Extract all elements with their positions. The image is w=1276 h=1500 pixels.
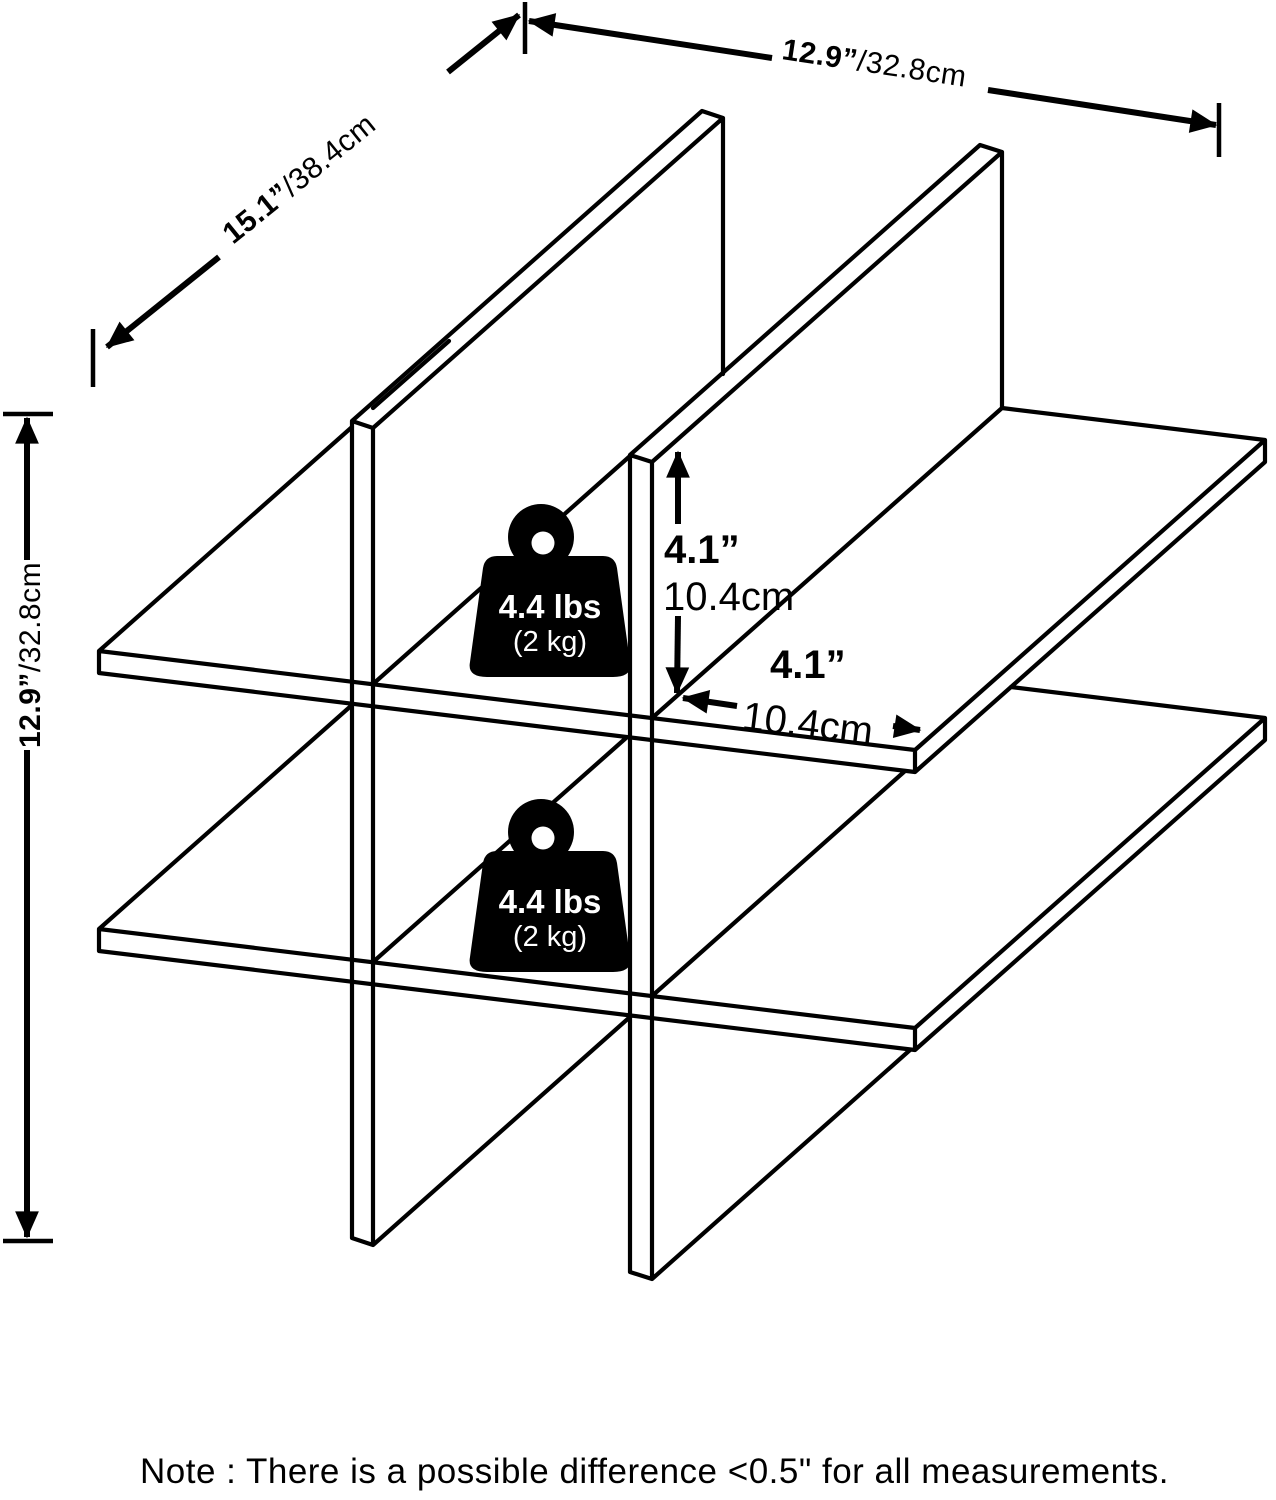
weight-kg-label: (2 kg)	[513, 921, 587, 953]
shelf-unit-drawing	[96, 108, 1268, 1282]
dimension-width: 12.9”/32.8cm	[522, 2, 1222, 157]
measurement-note: Note : There is a possible difference <0…	[140, 1452, 1169, 1491]
dimension-height: 12.9”/32.8cm	[3, 411, 53, 1244]
weight-body-icon	[469, 851, 631, 972]
weight-kg-label: (2 kg)	[513, 626, 587, 658]
cubby-height-label-cm: 10.4cm	[663, 575, 794, 619]
weight-ring-hole	[531, 826, 555, 850]
weight-badge-top: 4.4 lbs (2 kg)	[469, 504, 631, 677]
cubby-width-label-cm: 10.4cm	[740, 694, 876, 754]
depth-arrow-top	[446, 12, 521, 75]
height-label: 12.9”/32.8cm	[14, 562, 47, 748]
depth-arrow-bottom	[105, 254, 221, 350]
dimension-cubby-height: 4.1” 10.4cm	[663, 450, 794, 695]
width-arrow-left	[527, 13, 773, 61]
cubby-height-label-inches: 4.1”	[664, 528, 740, 572]
weight-badge-bottom: 4.4 lbs (2 kg)	[469, 799, 631, 972]
cubby-width-label-inches: 4.1”	[770, 643, 846, 687]
weight-lbs-label: 4.4 lbs	[499, 588, 602, 625]
cubby-width-arrow-right	[892, 714, 922, 738]
weight-ring-hole	[531, 531, 555, 555]
weight-lbs-label: 4.4 lbs	[499, 883, 602, 920]
left-vertical-panel	[349, 108, 726, 1248]
weight-body-icon	[469, 556, 631, 677]
cubby-height-arrow-bottom	[665, 615, 690, 695]
bottom-shelf	[96, 684, 1268, 1053]
right-vertical-panel	[627, 142, 1005, 1282]
cubby-width-arrow-left	[681, 690, 738, 714]
width-label: 12.9”/32.8cm	[780, 33, 969, 93]
depth-label: 15.1”/38.4cm	[217, 108, 382, 251]
width-arrow-right	[987, 87, 1218, 133]
